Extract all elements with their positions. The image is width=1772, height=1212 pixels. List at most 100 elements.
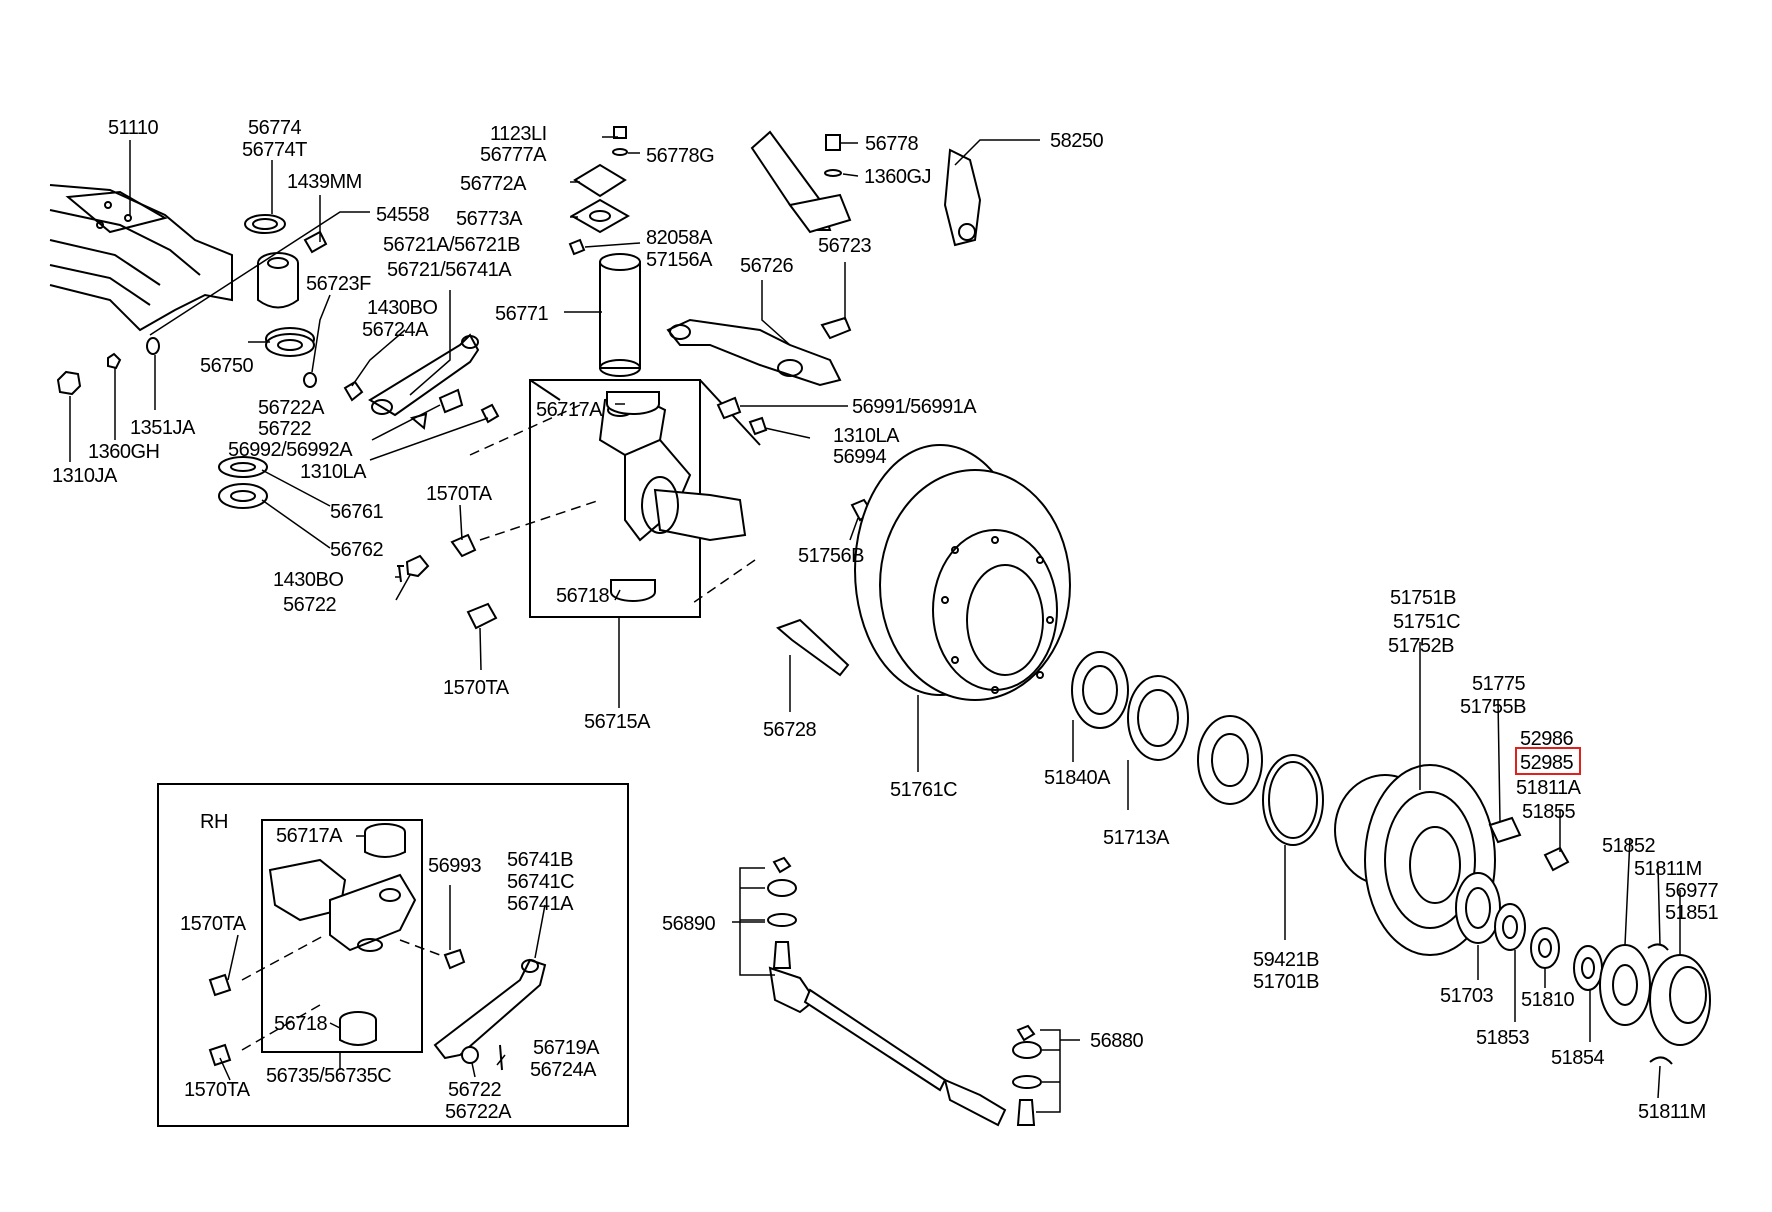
label-51703: 51703: [1440, 985, 1493, 1007]
label-56994: 56994: [833, 446, 886, 468]
label-56718-b: 56718: [274, 1013, 327, 1035]
arm-56726-drawing: [666, 318, 842, 387]
label-56723: 56723: [818, 235, 871, 257]
label-56717a-b: 56717A: [276, 825, 343, 847]
grease-fitting-1439mm-drawing: [303, 230, 328, 254]
bolt-56992-drawing: [438, 388, 464, 414]
label-51852: 51852: [1602, 835, 1655, 857]
tie-rod-drawing: [767, 856, 1042, 1127]
label-82058a: 82058A: [646, 227, 713, 249]
label-1430bo-b: 1430BO: [273, 569, 343, 591]
label-51751c: 51751C: [1393, 611, 1460, 633]
label-51775: 51775: [1472, 673, 1525, 695]
seal-56762-drawing: [218, 483, 268, 509]
label-1570ta-b: 1570TA: [443, 677, 510, 699]
label-51701b: 51701B: [1253, 971, 1319, 993]
label-56761: 56761: [330, 501, 383, 523]
lock-51854-drawing: [1573, 945, 1603, 991]
clip-51811m-b-drawing: [1649, 1056, 1673, 1065]
label-52985: 52985: [1520, 752, 1573, 774]
bolt-1123li-drawing: [613, 126, 627, 139]
label-56735: 56735/56735C: [266, 1065, 391, 1087]
grease-fitting-1570ta-a-drawing: [450, 533, 477, 558]
gasket-51852-drawing: [1599, 944, 1651, 1026]
label-51751b: 51751B: [1390, 587, 1456, 609]
rh-pin-56719a-drawing: [499, 1044, 503, 1071]
label-56722-a: 56722: [258, 418, 311, 440]
label-1570ta-d: 1570TA: [184, 1079, 251, 1101]
nut-56722-b-drawing: [405, 554, 430, 578]
label-56715a: 56715A: [584, 711, 651, 733]
label-56771: 56771: [495, 303, 548, 325]
highlight-box-52985: [1515, 747, 1581, 775]
label-56991: 56991/56991A: [852, 396, 977, 418]
label-1439mm: 1439MM: [287, 171, 362, 193]
washer-1360gh-drawing: [107, 352, 122, 370]
label-56722-b: 56722: [283, 594, 336, 616]
label-56777a: 56777A: [480, 144, 547, 166]
label-51761c: 51761C: [890, 779, 957, 801]
race-51713a-drawing: [1127, 675, 1189, 761]
bearing-51703-drawing: [1455, 872, 1501, 944]
label-56722a-b: 56722A: [445, 1101, 512, 1123]
label-56772a: 56772A: [460, 173, 527, 195]
bolt-51775-drawing: [1488, 816, 1522, 844]
part-labels: 51110 56774 56774T 1439MM 54558 56723F 5…: [52, 117, 1719, 1123]
label-56890: 56890: [662, 913, 715, 935]
nut-82058a-drawing: [568, 238, 586, 256]
rh-bolt-56993-drawing: [443, 948, 466, 970]
steering-arm-56721-drawing: [368, 333, 480, 417]
label-51810: 51810: [1521, 989, 1574, 1011]
leader-lines: [69, 136, 1681, 1113]
inset-label-rh: RH: [200, 811, 228, 833]
label-1123li: 1123LI: [490, 123, 547, 145]
nut-56994-drawing: [748, 416, 768, 436]
label-1570ta-a: 1570TA: [426, 483, 493, 505]
label-51756b: 51756B: [798, 545, 864, 567]
label-56723f: 56723F: [306, 273, 371, 295]
bolt-56723-drawing: [820, 316, 852, 340]
grease-fitting-1570ta-b-drawing: [466, 602, 498, 630]
label-56741b: 56741B: [507, 849, 573, 871]
bearing-drawing: [1197, 715, 1263, 805]
label-59421b: 59421B: [1253, 949, 1319, 971]
label-56993: 56993: [428, 855, 481, 877]
ring-59421b-drawing: [1262, 754, 1324, 846]
bolt-56991-drawing: [716, 396, 742, 420]
nut-1310ja-drawing: [56, 370, 82, 396]
label-1310la-b: 1310LA: [833, 425, 900, 447]
label-51752b: 51752B: [1388, 635, 1454, 657]
label-54558: 54558: [376, 204, 429, 226]
rh-steering-arm-drawing: [433, 958, 547, 1060]
label-56728: 56728: [763, 719, 816, 741]
label-1430bo-a: 1430BO: [367, 297, 437, 319]
label-51713a: 51713A: [1103, 827, 1170, 849]
label-56778: 56778: [865, 133, 918, 155]
label-56724a: 56724A: [362, 319, 429, 341]
label-56977: 56977: [1665, 880, 1718, 902]
label-1360gj: 1360GJ: [864, 166, 931, 188]
pin-1430bo-b-drawing: [397, 565, 404, 583]
washer-56774-drawing: [244, 214, 286, 234]
seal-51840a-drawing: [1071, 651, 1129, 729]
label-52986: 52986: [1520, 728, 1573, 750]
rh-grease-fitting-a-drawing: [208, 973, 232, 997]
label-56773a: 56773A: [456, 208, 523, 230]
label-56717a-a: 56717A: [536, 399, 603, 421]
cap-56772a-drawing: [573, 163, 627, 198]
label-56724a-b: 56724A: [530, 1059, 597, 1081]
label-56762: 56762: [330, 539, 383, 561]
rh-nut-56722-drawing: [461, 1046, 479, 1064]
label-1351ja: 1351JA: [130, 417, 196, 439]
label-51854: 51854: [1551, 1047, 1604, 1069]
label-56750: 56750: [200, 355, 253, 377]
label-56722-c: 56722: [448, 1079, 501, 1101]
knuckle-box: [529, 379, 701, 618]
label-51840a: 51840A: [1044, 767, 1111, 789]
label-56778g: 56778G: [646, 145, 714, 167]
rh-inset-frame: [157, 783, 629, 1127]
label-57156a: 57156A: [646, 249, 713, 271]
label-56726: 56726: [740, 255, 793, 277]
rh-knuckle-box: [261, 819, 423, 1053]
